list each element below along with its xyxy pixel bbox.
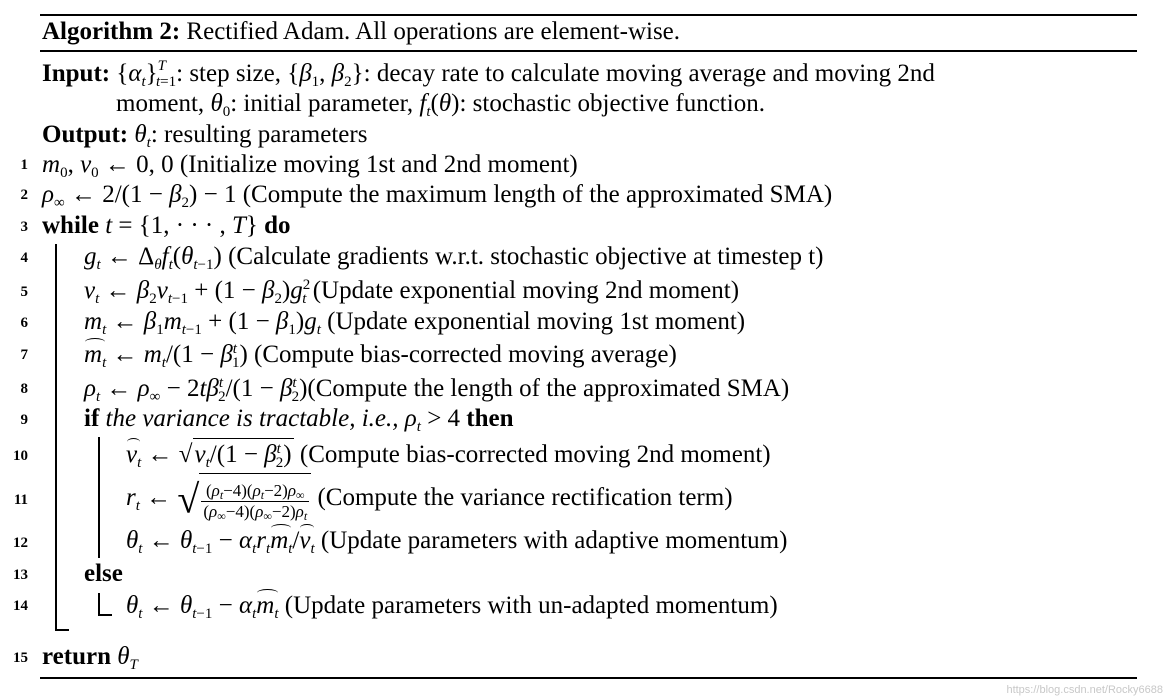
algorithm-caption: Algorithm 2: Rectified Adam. All operati… — [42, 16, 680, 48]
step-7: mt ← mt/(1 − βt1) (Compute bias-correcte… — [84, 338, 677, 371]
line-number: 10 — [13, 448, 28, 464]
keyword-return: return — [42, 643, 111, 670]
line-number: 8 — [20, 381, 29, 397]
step-10: vt ← √vt/(1 − βt2) (Compute bias-correct… — [126, 438, 771, 471]
if-condition: the variance is tractable, i.e., — [105, 405, 399, 432]
step-1-comment: (Initialize moving 1st and 2nd moment) — [179, 151, 578, 178]
step-12-comment: (Update parameters with adaptive momentu… — [320, 527, 788, 554]
else-block-bar — [98, 593, 100, 615]
input-math-beta: {β1, β2} — [287, 60, 364, 90]
line-number: 14 — [13, 598, 28, 614]
header-rule — [40, 50, 1137, 52]
line-number: 13 — [13, 567, 28, 583]
while-block-end — [55, 629, 69, 631]
top-rule — [40, 14, 1137, 16]
keyword-then: then — [466, 405, 514, 432]
step-14: θt ← θt−1 − αtmt (Update parameters with… — [126, 589, 778, 622]
input-text-1: : step size, — [176, 60, 288, 87]
step-10-comment: (Compute bias-corrected moving 2nd momen… — [299, 441, 771, 468]
input-math-ft: ft — [419, 90, 431, 120]
line-number: 7 — [20, 347, 29, 363]
input-text-2: : decay rate to calculate moving average… — [363, 60, 935, 87]
while-block-bar — [55, 244, 57, 630]
input-text-4: : initial parameter, — [230, 90, 420, 117]
algorithm-label: Algorithm 2: — [42, 18, 181, 45]
input-line-2: moment, θ0: initial parameter, ft(θ): st… — [116, 90, 765, 120]
step-4: gt ← Δθft(θt−1) (Calculate gradients w.r… — [84, 243, 824, 273]
step-2: ρ∞ ← 2/(1 − β2) − 1 (Compute the maximum… — [42, 181, 833, 211]
else-block-end — [98, 614, 112, 616]
input-text-3: moment, — [116, 90, 211, 117]
step-8-comment: (Compute the length of the approximated … — [307, 375, 790, 402]
step-5: vt ← β2vt−1 + (1 − β2)g2t (Update expone… — [84, 277, 740, 307]
line-number: 6 — [20, 315, 29, 331]
input-line-1: Input: {αt}Tt=1: step size, {β1, β2}: de… — [42, 58, 935, 90]
step-15-return: return θT — [42, 643, 138, 673]
line-number: 2 — [20, 187, 29, 203]
line-number: 15 — [13, 650, 28, 666]
line-number: 5 — [20, 284, 29, 300]
step-8: ρt ← ρ∞ − 2tβt2/(1 − βt2)(Compute the le… — [84, 375, 790, 405]
keyword-if: if — [84, 405, 100, 432]
line-number: 1 — [20, 157, 29, 173]
step-12: θt ← θt−1 − αtrtmt/vt (Update parameters… — [126, 524, 788, 557]
output-text: : resulting parameters — [150, 121, 368, 148]
input-math-alpha: {αt}Tt=1 — [116, 58, 177, 90]
line-number: 4 — [20, 250, 29, 266]
step-11: rt ← √(ρt−4)(ρt−2)ρ∞(ρ∞−4)(ρ∞−2)ρt (Comp… — [126, 472, 733, 526]
output-line: Output: θt: resulting parameters — [42, 119, 367, 151]
step-1: m0, v0 ← 0, 0 (Initialize moving 1st and… — [42, 151, 578, 181]
line-number: 9 — [20, 412, 29, 428]
step-7-comment: (Compute bias-corrected moving average) — [254, 341, 677, 368]
keyword-else: else — [84, 560, 123, 587]
line-number: 11 — [13, 492, 28, 508]
line-number: 12 — [13, 535, 28, 551]
input-label: Input: — [42, 60, 111, 87]
keyword-while: while — [42, 212, 99, 239]
step-13-else: else — [84, 558, 123, 590]
step-5-comment: (Update exponential moving 2nd moment) — [312, 277, 740, 304]
output-math-theta: θt — [134, 121, 151, 151]
if-block-bar — [98, 437, 100, 558]
step-11-comment: (Compute the variance rectification term… — [317, 484, 733, 511]
step-9-if: if the variance is tractable, i.e., ρt >… — [84, 405, 514, 435]
step-6-comment: (Update exponential moving 1st moment) — [327, 308, 746, 335]
step-6: mt ← β1mt−1 + (1 − β1)gt (Update exponen… — [84, 308, 746, 338]
step-3-while: while t = {1, · · · , T} do — [42, 212, 291, 239]
step-2-comment: (Compute the maximum length of the appro… — [242, 181, 833, 208]
output-label: Output: — [42, 121, 129, 148]
rectification-fraction: (ρt−4)(ρt−2)ρ∞(ρ∞−4)(ρ∞−2)ρt — [201, 480, 310, 523]
bottom-rule — [40, 677, 1137, 679]
step-4-comment: (Calculate gradients w.r.t. stochastic o… — [228, 243, 824, 270]
step-14-comment: (Update parameters with un-adapted momen… — [284, 592, 778, 619]
algorithm-title: Rectified Adam. All operations are eleme… — [186, 18, 681, 45]
watermark: https://blog.csdn.net/Rocky6688 — [1006, 684, 1163, 696]
input-math-theta0: θ0 — [210, 90, 231, 120]
input-text-5: : stochastic objective function. — [459, 90, 765, 117]
line-number: 3 — [20, 219, 29, 235]
keyword-do: do — [264, 212, 291, 239]
